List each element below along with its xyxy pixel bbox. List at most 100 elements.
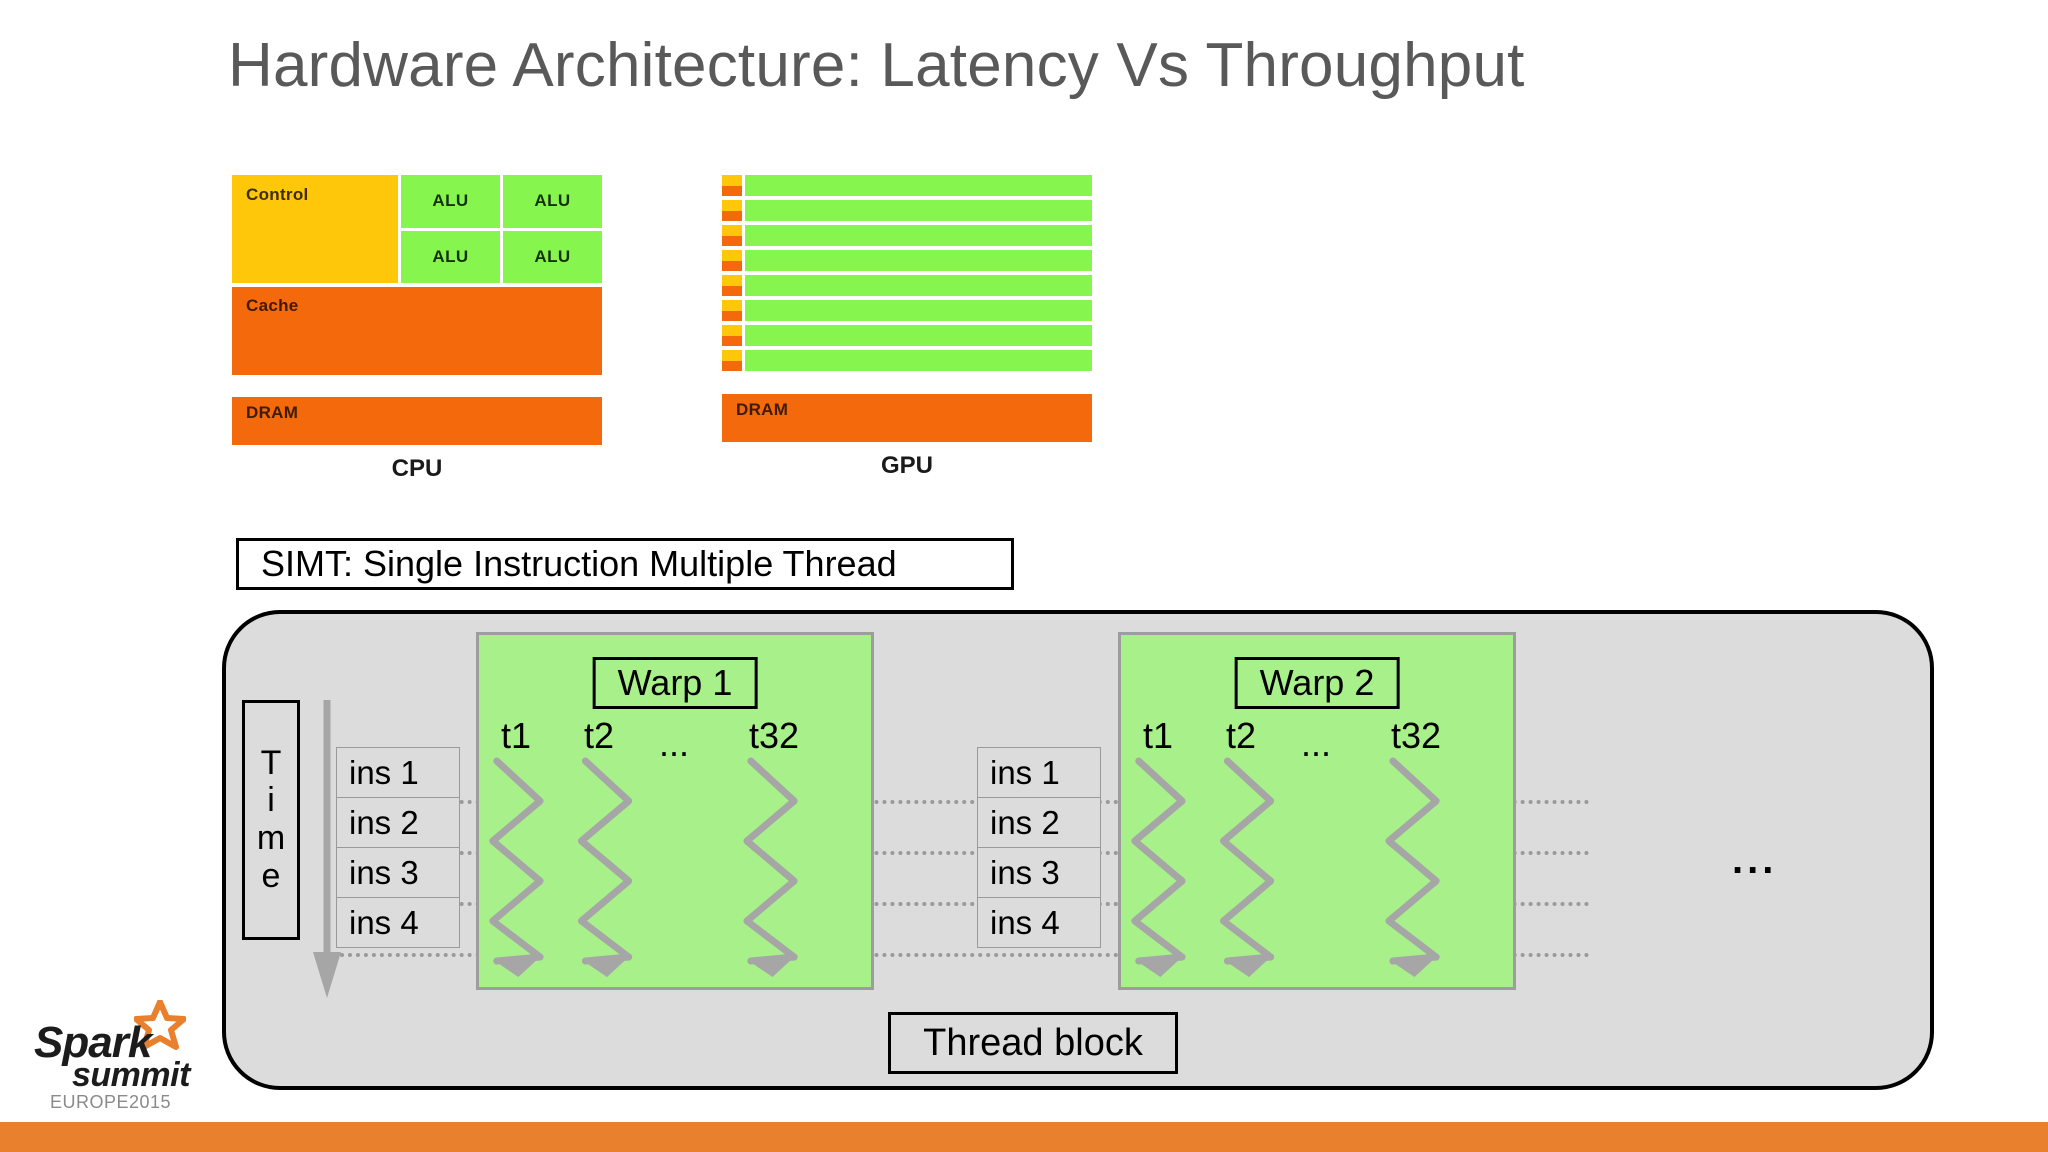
gpu-cache-cell bbox=[722, 285, 742, 296]
gpu-cache-cell bbox=[722, 260, 742, 271]
time-letter: T bbox=[260, 743, 282, 782]
gpu-alu-grid bbox=[722, 175, 1092, 371]
gpu-control-cell bbox=[722, 300, 742, 311]
gpu-control-cell bbox=[722, 275, 742, 286]
thread-execution-zigzag-icon bbox=[1131, 757, 1440, 977]
warp-box-1: Warp 1 t1 t2 ... t32 bbox=[476, 632, 874, 990]
thread-block-caption: Thread block bbox=[888, 1012, 1178, 1074]
simt-label-box: SIMT: Single Instruction Multiple Thread bbox=[236, 538, 1014, 590]
instruction-cell: ins 4 bbox=[977, 897, 1101, 948]
gpu-alu-strip bbox=[745, 350, 1092, 371]
gpu-alu-strip bbox=[745, 300, 1092, 321]
instruction-stack: ins 1 ins 2 ins 3 ins 4 bbox=[336, 747, 460, 948]
cpu-dram-box: DRAM bbox=[232, 397, 602, 445]
thread-label-ellipsis: ... bbox=[1301, 723, 1332, 764]
gpu-alu-row bbox=[722, 225, 1092, 246]
cpu-alu-cell: ALU bbox=[503, 230, 602, 283]
cpu-caption: CPU bbox=[391, 455, 443, 482]
bottom-accent-bar bbox=[0, 1122, 2048, 1152]
warp-title: Warp 1 bbox=[592, 657, 758, 709]
page-title: Hardware Architecture: Latency Vs Throug… bbox=[228, 31, 1525, 100]
cpu-cache-box: Cache bbox=[232, 287, 602, 375]
gpu-alu-row bbox=[722, 175, 1092, 196]
gpu-control-cell bbox=[722, 325, 742, 336]
time-letter: i bbox=[267, 781, 275, 820]
gpu-alu-strip bbox=[745, 250, 1092, 271]
instruction-divider-line bbox=[340, 953, 1590, 957]
cpu-alu-cell: ALU bbox=[401, 230, 500, 283]
thread-label-ellipsis: ... bbox=[659, 723, 690, 764]
warp-box-2: Warp 2 t1 t2 ... t32 bbox=[1118, 632, 1516, 990]
gpu-control-cell bbox=[722, 225, 742, 236]
gpu-dram-box: DRAM bbox=[722, 394, 1092, 442]
thread-label-t32: t32 bbox=[1391, 715, 1442, 756]
gpu-cache-cell bbox=[722, 210, 742, 221]
gpu-alu-row bbox=[722, 300, 1092, 321]
gpu-control-cache-pair bbox=[722, 200, 742, 221]
logo-line-europe: EUROPE2015 bbox=[50, 1092, 172, 1112]
instruction-divider-line bbox=[340, 851, 1590, 855]
gpu-control-cache-pair bbox=[722, 325, 742, 346]
gpu-alu-row bbox=[722, 325, 1092, 346]
gpu-cache-cell bbox=[722, 310, 742, 321]
gpu-alu-row bbox=[722, 350, 1092, 371]
instruction-cell: ins 1 bbox=[336, 747, 460, 798]
gpu-alu-row bbox=[722, 275, 1092, 296]
instruction-divider-line bbox=[340, 800, 1590, 804]
thread-label-t2: t2 bbox=[584, 715, 615, 756]
gpu-cache-cell bbox=[722, 360, 742, 371]
gpu-control-cell bbox=[722, 200, 742, 211]
gpu-alu-strip bbox=[745, 275, 1092, 296]
more-warps-ellipsis: ... bbox=[1732, 838, 1778, 882]
gpu-control-cache-pair bbox=[722, 225, 742, 246]
gpu-caption: GPU bbox=[880, 452, 933, 479]
gpu-cache-cell bbox=[722, 235, 742, 246]
cpu-control-box: Control bbox=[232, 175, 398, 283]
instruction-cell: ins 3 bbox=[977, 847, 1101, 898]
thread-label-t2: t2 bbox=[1226, 715, 1257, 756]
gpu-cache-cell bbox=[722, 335, 742, 346]
thread-label-t1: t1 bbox=[1143, 715, 1174, 756]
cpu-top-row: Control ALU ALU ALU ALU bbox=[232, 175, 602, 283]
time-axis-label: T i m e bbox=[242, 700, 300, 940]
time-down-arrow-icon bbox=[313, 700, 341, 998]
star-icon bbox=[134, 1000, 186, 1050]
gpu-control-cache-pair bbox=[722, 275, 742, 296]
cpu-alu-cell: ALU bbox=[503, 175, 602, 228]
instruction-cell: ins 2 bbox=[977, 797, 1101, 848]
gpu-alu-row bbox=[722, 200, 1092, 221]
gpu-alu-strip bbox=[745, 325, 1092, 346]
warp-title: Warp 2 bbox=[1234, 657, 1400, 709]
thread-execution-zigzag-icon bbox=[489, 757, 798, 977]
gpu-control-cache-pair bbox=[722, 350, 742, 371]
thread-labels: t1 t2 ... t32 bbox=[1121, 713, 1513, 764]
instruction-divider-line bbox=[340, 902, 1590, 906]
logo-line-spark: Spark bbox=[34, 1018, 152, 1067]
gpu-cache-cell bbox=[722, 185, 742, 196]
time-letter: m bbox=[256, 819, 286, 857]
instruction-cell: ins 1 bbox=[977, 747, 1101, 798]
instruction-cell: ins 2 bbox=[336, 797, 460, 848]
thread-label-t32: t32 bbox=[749, 715, 800, 756]
gpu-control-cache-pair bbox=[722, 300, 742, 321]
instruction-cell: ins 3 bbox=[336, 847, 460, 898]
gpu-control-cache-pair bbox=[722, 175, 742, 196]
gpu-control-cell bbox=[722, 250, 742, 261]
logo-line-summit: summit bbox=[72, 1056, 190, 1094]
thread-labels: t1 t2 ... t32 bbox=[479, 713, 871, 764]
thread-label-t1: t1 bbox=[501, 715, 532, 756]
gpu-alu-row bbox=[722, 250, 1092, 271]
spark-summit-logo: Spark summit EUROPE2015 bbox=[34, 1000, 214, 1118]
cpu-alu-cell: ALU bbox=[401, 175, 500, 228]
instruction-stack: ins 1 ins 2 ins 3 ins 4 bbox=[977, 747, 1101, 948]
time-letter: e bbox=[261, 856, 281, 895]
instruction-cell: ins 4 bbox=[336, 897, 460, 948]
gpu-diagram: DRAM GPU bbox=[722, 175, 1092, 480]
gpu-control-cell bbox=[722, 175, 742, 186]
gpu-control-cache-pair bbox=[722, 250, 742, 271]
gpu-control-cell bbox=[722, 350, 742, 361]
cpu-alu-grid: ALU ALU ALU ALU bbox=[401, 175, 602, 283]
gpu-alu-strip bbox=[745, 200, 1092, 221]
gpu-alu-strip bbox=[745, 175, 1092, 196]
cpu-diagram: Control ALU ALU ALU ALU Cache DRAM CPU bbox=[232, 175, 602, 483]
